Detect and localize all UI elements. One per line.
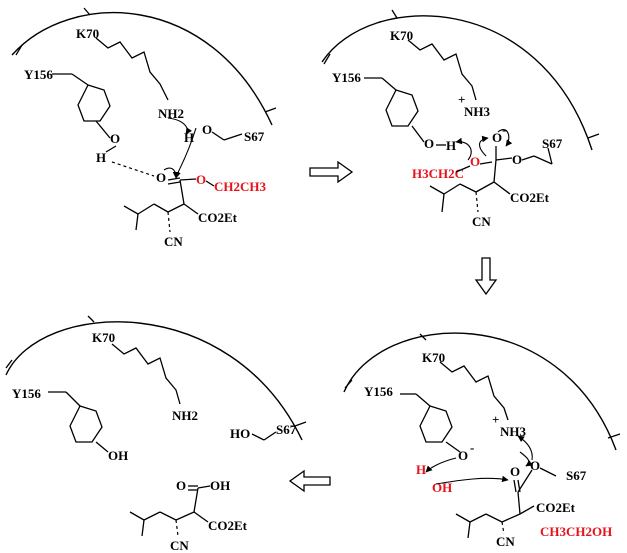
tyr156-label: Y156 <box>24 67 53 82</box>
tyrosine-ring <box>385 89 419 127</box>
carbonyl-oxygen: O <box>510 464 520 479</box>
ester-co2et: CO2Et <box>510 190 550 205</box>
lys70-label: K70 <box>92 330 115 345</box>
ester-oxygen: O <box>196 172 206 187</box>
tyr-hydroxyl: OH <box>108 448 128 463</box>
phenolate-charge: - <box>470 440 474 455</box>
ethyl-group: H3CH2C <box>412 166 464 181</box>
tyr156-label: Y156 <box>12 386 41 401</box>
tyr-hydrogen: H <box>96 150 106 165</box>
nitrile: CN <box>170 538 189 553</box>
step-arrow-down <box>474 257 498 296</box>
lys-plus: + <box>492 412 499 427</box>
enzyme-pocket-arc <box>321 15 593 151</box>
acid-carbonyl-oxygen: O <box>176 478 186 493</box>
acid-hydroxyl: OH <box>210 478 230 493</box>
step-arrow-right <box>309 160 354 184</box>
panel-4-product-release: K70 Y156 NH2 OH HO S67 O OH CO2Et CN <box>5 315 307 553</box>
ser-oxygen: O <box>512 152 522 167</box>
panel-1-substrate-binding: K70 Y156 NH2 O H H O S67 O O CH2CH3 <box>11 7 277 249</box>
ester-co2et: CO2Et <box>198 210 238 225</box>
lys70-label: K70 <box>422 350 445 365</box>
tyr-oxygen: O <box>110 131 120 146</box>
ser67-label: S67 <box>542 136 563 151</box>
ester-co2et: CO2Et <box>208 518 248 533</box>
tyrosine-ring <box>77 84 111 122</box>
ser-oxygen: O <box>530 458 540 473</box>
lysine-side-chain <box>111 343 181 405</box>
ser67-label: S67 <box>276 422 297 437</box>
nitrile: CN <box>472 214 491 229</box>
carbonyl-oxygen: O <box>156 170 166 185</box>
lys-amine: NH2 <box>158 106 184 121</box>
ser-oxygen: O <box>202 122 212 137</box>
ser-hydroxyl: HO <box>230 426 250 441</box>
ethanol-product: CH3CH2OH <box>540 524 612 539</box>
lys70-label: K70 <box>390 28 413 43</box>
tyr-hydrogen: H <box>446 138 456 153</box>
enzyme-pocket-arc <box>343 332 617 451</box>
tyr-oxygen: O <box>424 136 434 151</box>
lysine-side-chain <box>439 361 509 421</box>
hydrogen-bond <box>111 161 155 177</box>
lysine-side-chain <box>95 37 169 101</box>
oxyanion-oxygen: O <box>492 130 502 145</box>
ester-co2et: CO2Et <box>536 500 576 515</box>
nitrile: CN <box>496 534 515 549</box>
tyr156-label: Y156 <box>332 70 361 85</box>
tyrosine-ring <box>419 405 453 443</box>
step-arrow-left <box>288 469 331 493</box>
tyr-phenolate-oxygen: O <box>458 448 468 463</box>
ser67-label: S67 <box>244 129 265 144</box>
lys-amine: NH2 <box>172 408 198 423</box>
panel-2-tetrahedral-intermediate: K70 Y156 + NH3 O H H3CH2C O O - O S67 CO… <box>321 9 600 229</box>
enzyme-pocket-arc <box>11 11 273 126</box>
water-hydrogen: H <box>416 462 426 477</box>
ethyl-group: CH2CH3 <box>214 179 267 194</box>
nitrile: CN <box>164 234 183 249</box>
panel-3-acyl-enzyme-hydrolysis: K70 Y156 + NH3 O - H OH O O S67 CO2Et CN <box>343 332 621 549</box>
lys-ammonium: NH3 <box>464 104 491 119</box>
ethoxy-oxygen: O <box>470 154 480 169</box>
lysine-side-chain <box>407 39 477 101</box>
enzyme-pocket-arc <box>5 321 303 441</box>
ser-hydrogen: H <box>184 130 194 145</box>
lys70-label: K70 <box>76 26 99 41</box>
lys-plus: + <box>458 92 465 107</box>
ser67-label: S67 <box>566 468 587 483</box>
tyr156-label: Y156 <box>364 384 393 399</box>
lys-ammonium: NH3 <box>500 424 527 439</box>
tyrosine-ring <box>69 405 103 443</box>
